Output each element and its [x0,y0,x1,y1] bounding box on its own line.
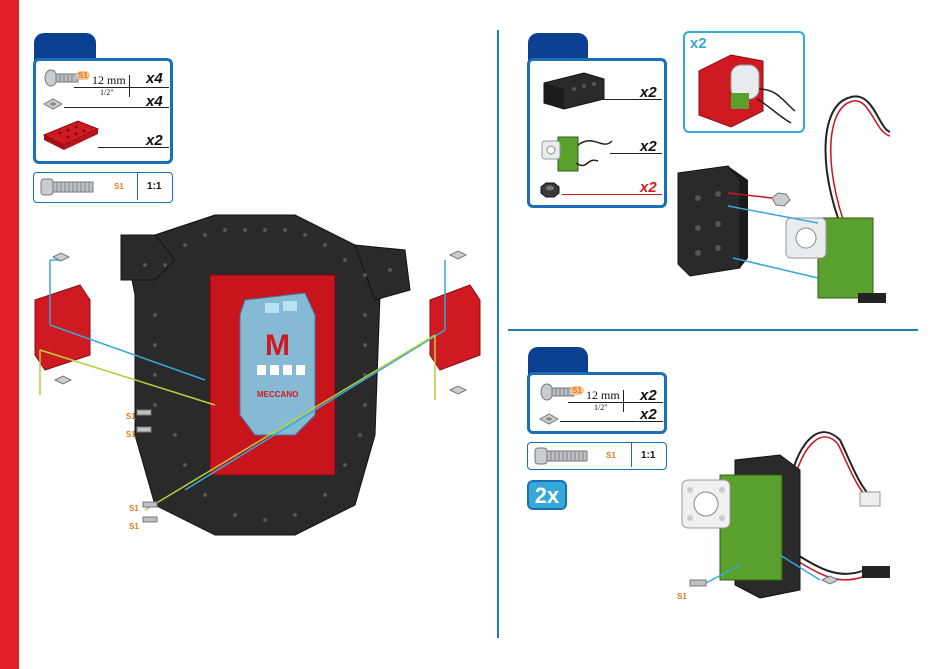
step3-screw-inch: 1/2" [594,403,608,412]
step1-callout-4: S1 [129,522,139,531]
step1-bracket-qty: x2 [146,132,163,149]
black-housing-icon [540,69,610,113]
step3-nut-qty: x2 [640,406,657,423]
step3-callout-1: S1 [677,592,687,601]
step1-scale-label: 1:1 [147,181,161,192]
step2-servo-qty: x2 [640,138,657,155]
step1-parts-box: S1 12 mm 1/2" x4 x4 x2 [33,58,173,164]
step1-assembly-illustration: M MECCANO [25,205,495,545]
step3-screw-divider [623,390,624,412]
step3-repeat-label: 2x [529,482,565,510]
step1-callout-3: S1 [129,504,139,513]
step3-scale-label: 1:1 [641,450,655,461]
step1-callout-2: S1 [126,430,136,439]
step1-screw-divider [129,75,130,97]
step2-parts-box: x2 x2 x2 [527,58,667,208]
step3-parts-box: S1 12 mm 1/2" x2 x2 [527,372,667,434]
step3-assembly-illustration [670,420,910,620]
step1-number-tab [34,33,96,61]
square-nut-icon [538,412,560,426]
red-bracket-icon [40,117,102,151]
step2-nut-qty: x2 [640,179,657,196]
meccano-m-logo: M [265,329,290,362]
step3-scale-code: S1 [606,451,616,460]
step1-scale-divider [137,173,138,200]
step1-screw-code: S1 [76,71,90,80]
step1-scale-box: S1 1:1 [33,172,173,203]
step3-scale-divider [631,443,632,467]
green-servo-icon [536,127,616,179]
step3-number-tab [528,347,588,375]
step1-screw-rule [74,87,169,88]
step2-housing-qty: x2 [640,84,657,101]
column-divider [497,30,499,638]
step3-repeat-badge: 2x [527,480,567,510]
page-edge-bar [0,0,19,669]
screw-actual-size-icon [534,446,590,466]
step1-screw-inch: 1/2" [100,88,114,97]
hex-nut-icon [538,181,562,199]
meccano-wordmark: MECCANO [257,390,298,399]
screw-actual-size-icon [40,177,96,197]
step1-screw-length: 12 mm [92,73,126,88]
step1-nut-qty: x4 [146,93,163,110]
step1-scale-code: S1 [114,182,124,191]
step2-number-tab [528,33,588,61]
step3-screw-qty: x2 [640,387,657,404]
step2-assembly-illustration [668,88,918,326]
step3-screw-length: 12 mm [586,388,620,403]
step1-screw-qty: x4 [146,70,163,87]
step1-callout-1: S1 [126,412,136,421]
step3-scale-box: S1 1:1 [527,442,667,470]
step3-screw-code: S1 [570,386,584,395]
step-divider [508,329,918,331]
square-nut-icon [42,97,64,111]
